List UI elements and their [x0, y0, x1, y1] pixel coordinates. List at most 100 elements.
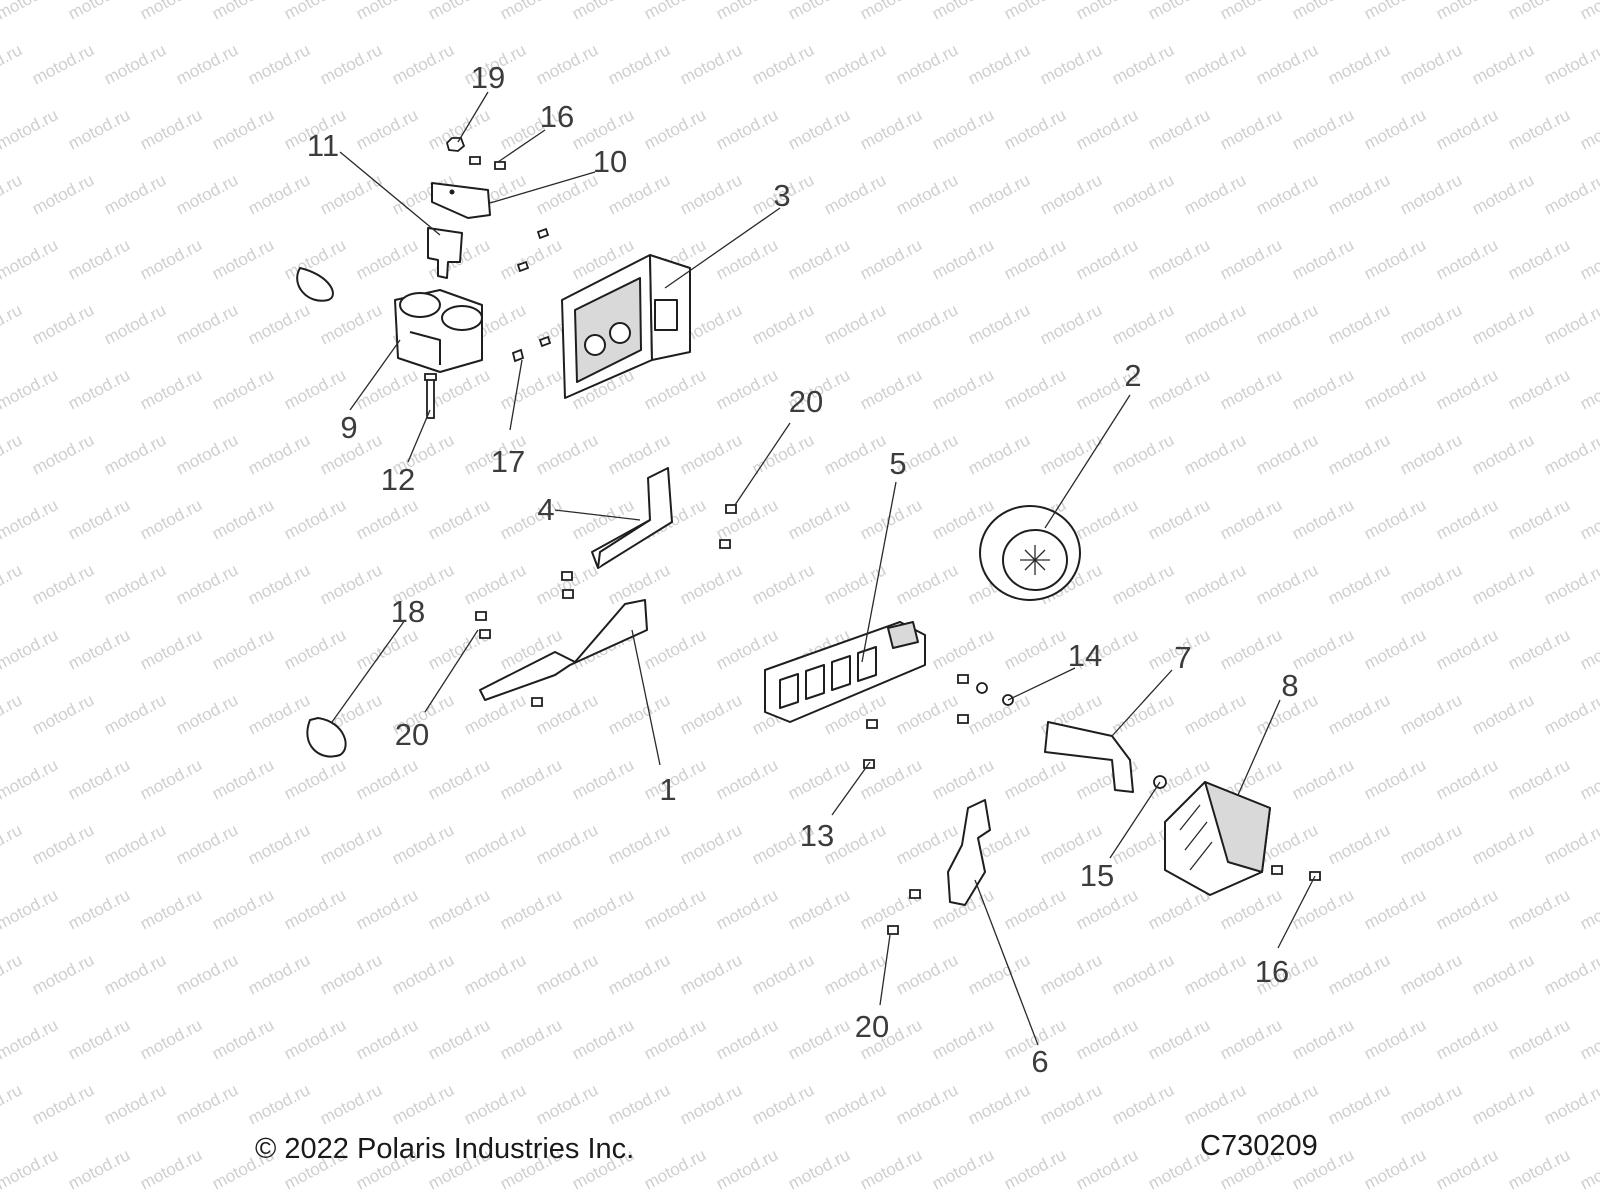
watermark-text: motod.ru — [749, 430, 817, 478]
watermark-text: motod.ru — [677, 690, 745, 738]
watermark-text: motod.ru — [1145, 235, 1213, 283]
watermark-text: motod.ru — [137, 235, 205, 283]
callout-15: 15 — [1080, 858, 1114, 893]
part-6-bracket — [947, 799, 991, 906]
watermark-text: motod.ru — [101, 170, 169, 218]
watermark-text: motod.ru — [1397, 300, 1465, 348]
watermark-text: motod.ru — [1433, 235, 1501, 283]
watermark-text: motod.ru — [857, 1145, 925, 1193]
watermark-text: motod.ru — [1505, 235, 1573, 283]
watermark-text: motod.ru — [0, 1080, 25, 1128]
watermark-text: motod.ru — [101, 40, 169, 88]
watermark-text: motod.ru — [1361, 0, 1429, 24]
watermark-text: motod.ru — [1001, 235, 1069, 283]
watermark-text: motod.ru — [173, 40, 241, 88]
watermark-text: motod.ru — [821, 300, 889, 348]
watermark-text: motod.ru — [1001, 625, 1069, 673]
watermark-text: motod.ru — [137, 885, 205, 933]
watermark-text: motod.ru — [641, 0, 709, 24]
part-9-relay-box — [394, 289, 483, 373]
watermark-text: motod.ru — [65, 625, 133, 673]
watermark-text: motod.ru — [1397, 1080, 1465, 1128]
watermark-text: motod.ru — [1217, 0, 1285, 24]
watermark-text: motod.ru — [893, 560, 961, 608]
watermark-text: motod.ru — [1505, 1145, 1573, 1193]
watermark-text: motod.ru — [677, 170, 745, 218]
watermark-text: motod.ru — [29, 690, 97, 738]
watermark-text: motod.ru — [1433, 0, 1501, 24]
watermark-text: motod.ru — [1073, 1015, 1141, 1063]
watermark-text: motod.ru — [749, 40, 817, 88]
watermark-text: motod.ru — [857, 495, 925, 543]
watermark-text: motod.ru — [1469, 690, 1537, 738]
watermark-text: motod.ru — [29, 430, 97, 478]
watermark-text: motod.ru — [209, 365, 277, 413]
watermark-text: motod.ru — [0, 105, 61, 153]
watermark-text: motod.ru — [1181, 300, 1249, 348]
watermark-text: motod.ru — [209, 625, 277, 673]
watermark-text: motod.ru — [1109, 430, 1177, 478]
watermark-text: motod.ru — [209, 235, 277, 283]
watermark-text: motod.ru — [209, 885, 277, 933]
part-12-bolt — [424, 373, 437, 419]
watermark-text: motod.ru — [0, 40, 25, 88]
watermark-text: motod.ru — [641, 1015, 709, 1063]
callout-labels: 19 16 10 11 3 9 12 17 20 4 18 20 1 5 2 1… — [307, 60, 1299, 1079]
watermark-text: motod.ru — [713, 0, 781, 24]
watermark-text: motod.ru — [353, 755, 421, 803]
watermark-text: motod.ru — [497, 365, 565, 413]
watermark-text: motod.ru — [857, 0, 925, 24]
watermark-text: motod.ru — [461, 820, 529, 868]
watermark-text: motod.ru — [857, 105, 925, 153]
watermark-text: motod.ru — [785, 1015, 853, 1063]
watermark-text: motod.ru — [101, 1080, 169, 1128]
watermark-text: motod.ru — [173, 560, 241, 608]
watermark-text: motod.ru — [245, 950, 313, 998]
watermark-text: motod.ru — [0, 495, 61, 543]
watermark-text: motod.ru — [1433, 1015, 1501, 1063]
watermark-text: motod.ru — [1577, 365, 1600, 413]
watermark-text: motod.ru — [821, 560, 889, 608]
watermark-text: motod.ru — [0, 300, 25, 348]
watermark-text: motod.ru — [65, 235, 133, 283]
watermark-text: motod.ru — [29, 820, 97, 868]
watermark-text: motod.ru — [605, 820, 673, 868]
watermark-text: motod.ru — [65, 0, 133, 24]
watermark-text: motod.ru — [677, 1080, 745, 1128]
watermark-text: motod.ru — [1577, 0, 1600, 24]
watermark-text: motod.ru — [101, 560, 169, 608]
watermark-text: motod.ru — [1109, 40, 1177, 88]
watermark-text: motod.ru — [281, 0, 349, 24]
watermark-text: motod.ru — [425, 365, 493, 413]
watermark-text: motod.ru — [1109, 300, 1177, 348]
watermark-text: motod.ru — [893, 1080, 961, 1128]
watermark-text: motod.ru — [0, 885, 61, 933]
watermark-text: motod.ru — [0, 1145, 61, 1193]
watermark-text: motod.ru — [1433, 625, 1501, 673]
watermark-text: motod.ru — [677, 950, 745, 998]
watermark-text: motod.ru — [209, 495, 277, 543]
watermark-text: motod.ru — [893, 300, 961, 348]
watermark-text: motod.ru — [605, 1080, 673, 1128]
watermark-text: motod.ru — [1217, 365, 1285, 413]
part-5-fuse-block — [764, 621, 926, 723]
callout-2: 2 — [1124, 358, 1141, 393]
watermark-text: motod.ru — [821, 1080, 889, 1128]
callout-12: 12 — [381, 462, 415, 497]
watermark-text: motod.ru — [101, 300, 169, 348]
watermark-text: motod.ru — [1577, 235, 1600, 283]
watermark-text: motod.ru — [101, 430, 169, 478]
watermark-text: motod.ru — [713, 755, 781, 803]
callout-14: 14 — [1068, 638, 1102, 673]
watermark-text: motod.ru — [893, 950, 961, 998]
watermark-text: motod.ru — [1253, 170, 1321, 218]
part-16-screws-top — [469, 156, 506, 170]
watermark-text: motod.ru — [1289, 1015, 1357, 1063]
watermark-text: motod.ru — [317, 560, 385, 608]
watermark-text: motod.ru — [1361, 495, 1429, 543]
watermark-text: motod.ru — [0, 1015, 61, 1063]
watermark-text: motod.ru — [749, 1080, 817, 1128]
watermark-text: motod.ru — [1397, 170, 1465, 218]
watermark-text: motod.ru — [1397, 820, 1465, 868]
